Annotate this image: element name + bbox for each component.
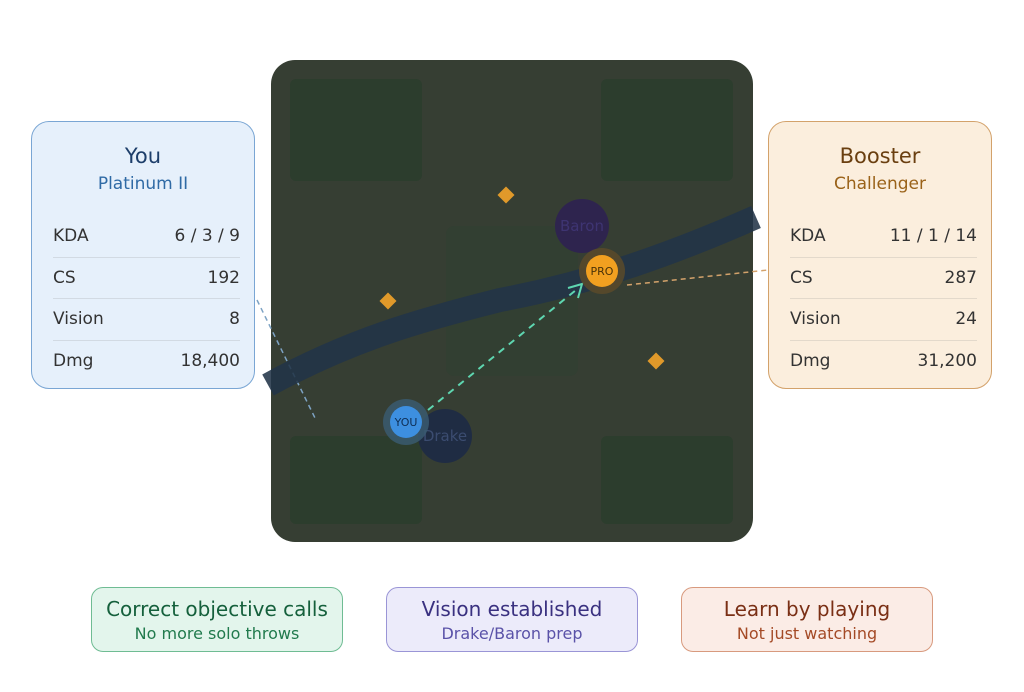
stat-value: 192 — [207, 267, 240, 288]
you-card-rank: Platinum II — [97, 174, 189, 194]
stat-row-vision: Vision 8 — [53, 298, 240, 340]
you-stats-list: KDA 6 / 3 / 9 CS 192 Vision 8 Dmg 18,400 — [53, 216, 240, 381]
benefit-pill-learn: Learn by playing Not just watching — [681, 587, 933, 652]
pill-subtitle: Drake/Baron prep — [441, 624, 583, 643]
stat-value: 24 — [955, 309, 977, 330]
stat-label: KDA — [53, 226, 89, 247]
map-zone-top-right — [601, 79, 733, 181]
booster-card-title: Booster — [839, 144, 921, 168]
pill-title: Vision established — [421, 597, 603, 621]
booster-stats-card: Booster Challenger KDA 11 / 1 / 14 CS 28… — [768, 121, 992, 389]
stat-row-vision: Vision 24 — [790, 298, 977, 340]
stat-label: Dmg — [790, 350, 831, 371]
pill-title: Correct objective calls — [106, 597, 328, 621]
pro-marker-label: PRO — [591, 265, 614, 278]
you-marker — [390, 406, 422, 438]
stat-row-kda: KDA 6 / 3 / 9 — [53, 216, 240, 257]
stat-label: Vision — [53, 309, 104, 330]
ward-marker — [647, 352, 665, 370]
rotation-path-arrow — [427, 289, 577, 411]
you-card-title: You — [124, 144, 162, 168]
stat-row-dmg: Dmg 18,400 — [53, 339, 240, 382]
arrow-head-icon — [567, 282, 584, 299]
pill-title: Learn by playing — [723, 597, 891, 621]
stat-row-cs: CS 192 — [53, 256, 240, 299]
stat-value: 6 / 3 / 9 — [174, 226, 240, 247]
you-card-connector — [256, 299, 317, 421]
booster-card-connector — [626, 269, 769, 286]
pill-subtitle: Not just watching — [736, 624, 878, 643]
stat-value: 8 — [229, 309, 240, 330]
stat-value: 18,400 — [180, 350, 240, 371]
booster-stats-list: KDA 11 / 1 / 14 CS 287 Vision 24 Dmg 31,… — [790, 216, 977, 381]
pro-marker — [586, 255, 618, 287]
stat-label: Vision — [790, 309, 841, 330]
you-stats-card: You Platinum II KDA 6 / 3 / 9 CS 192 Vis… — [31, 121, 255, 389]
pill-subtitle: No more solo throws — [134, 624, 300, 643]
you-marker-label: YOU — [394, 416, 418, 429]
stat-value: 31,200 — [917, 350, 977, 371]
drake-label: Drake — [423, 427, 467, 445]
stat-value: 11 / 1 / 14 — [889, 226, 977, 247]
benefit-pill-vision: Vision established Drake/Baron prep — [386, 587, 638, 652]
stat-row-dmg: Dmg 31,200 — [790, 339, 977, 382]
baron-pit — [555, 199, 609, 253]
baron-label: Baron — [560, 217, 604, 235]
map-zone-bottom-right — [601, 436, 733, 524]
benefit-pill-objectives: Correct objective calls No more solo thr… — [91, 587, 343, 652]
stat-label: CS — [790, 267, 813, 288]
stat-label: Dmg — [53, 350, 94, 371]
map-zone-top-left — [290, 79, 422, 181]
map-zone-bottom-left — [290, 436, 422, 524]
river — [262, 206, 761, 396]
booster-card-rank: Challenger — [834, 174, 926, 194]
drake-pit — [418, 409, 472, 463]
stat-row-cs: CS 287 — [790, 256, 977, 299]
stat-row-kda: KDA 11 / 1 / 14 — [790, 216, 977, 257]
stat-label: CS — [53, 267, 76, 288]
stat-label: KDA — [790, 226, 826, 247]
ward-marker — [379, 292, 397, 310]
stat-value: 287 — [944, 267, 977, 288]
ward-marker — [497, 186, 515, 204]
